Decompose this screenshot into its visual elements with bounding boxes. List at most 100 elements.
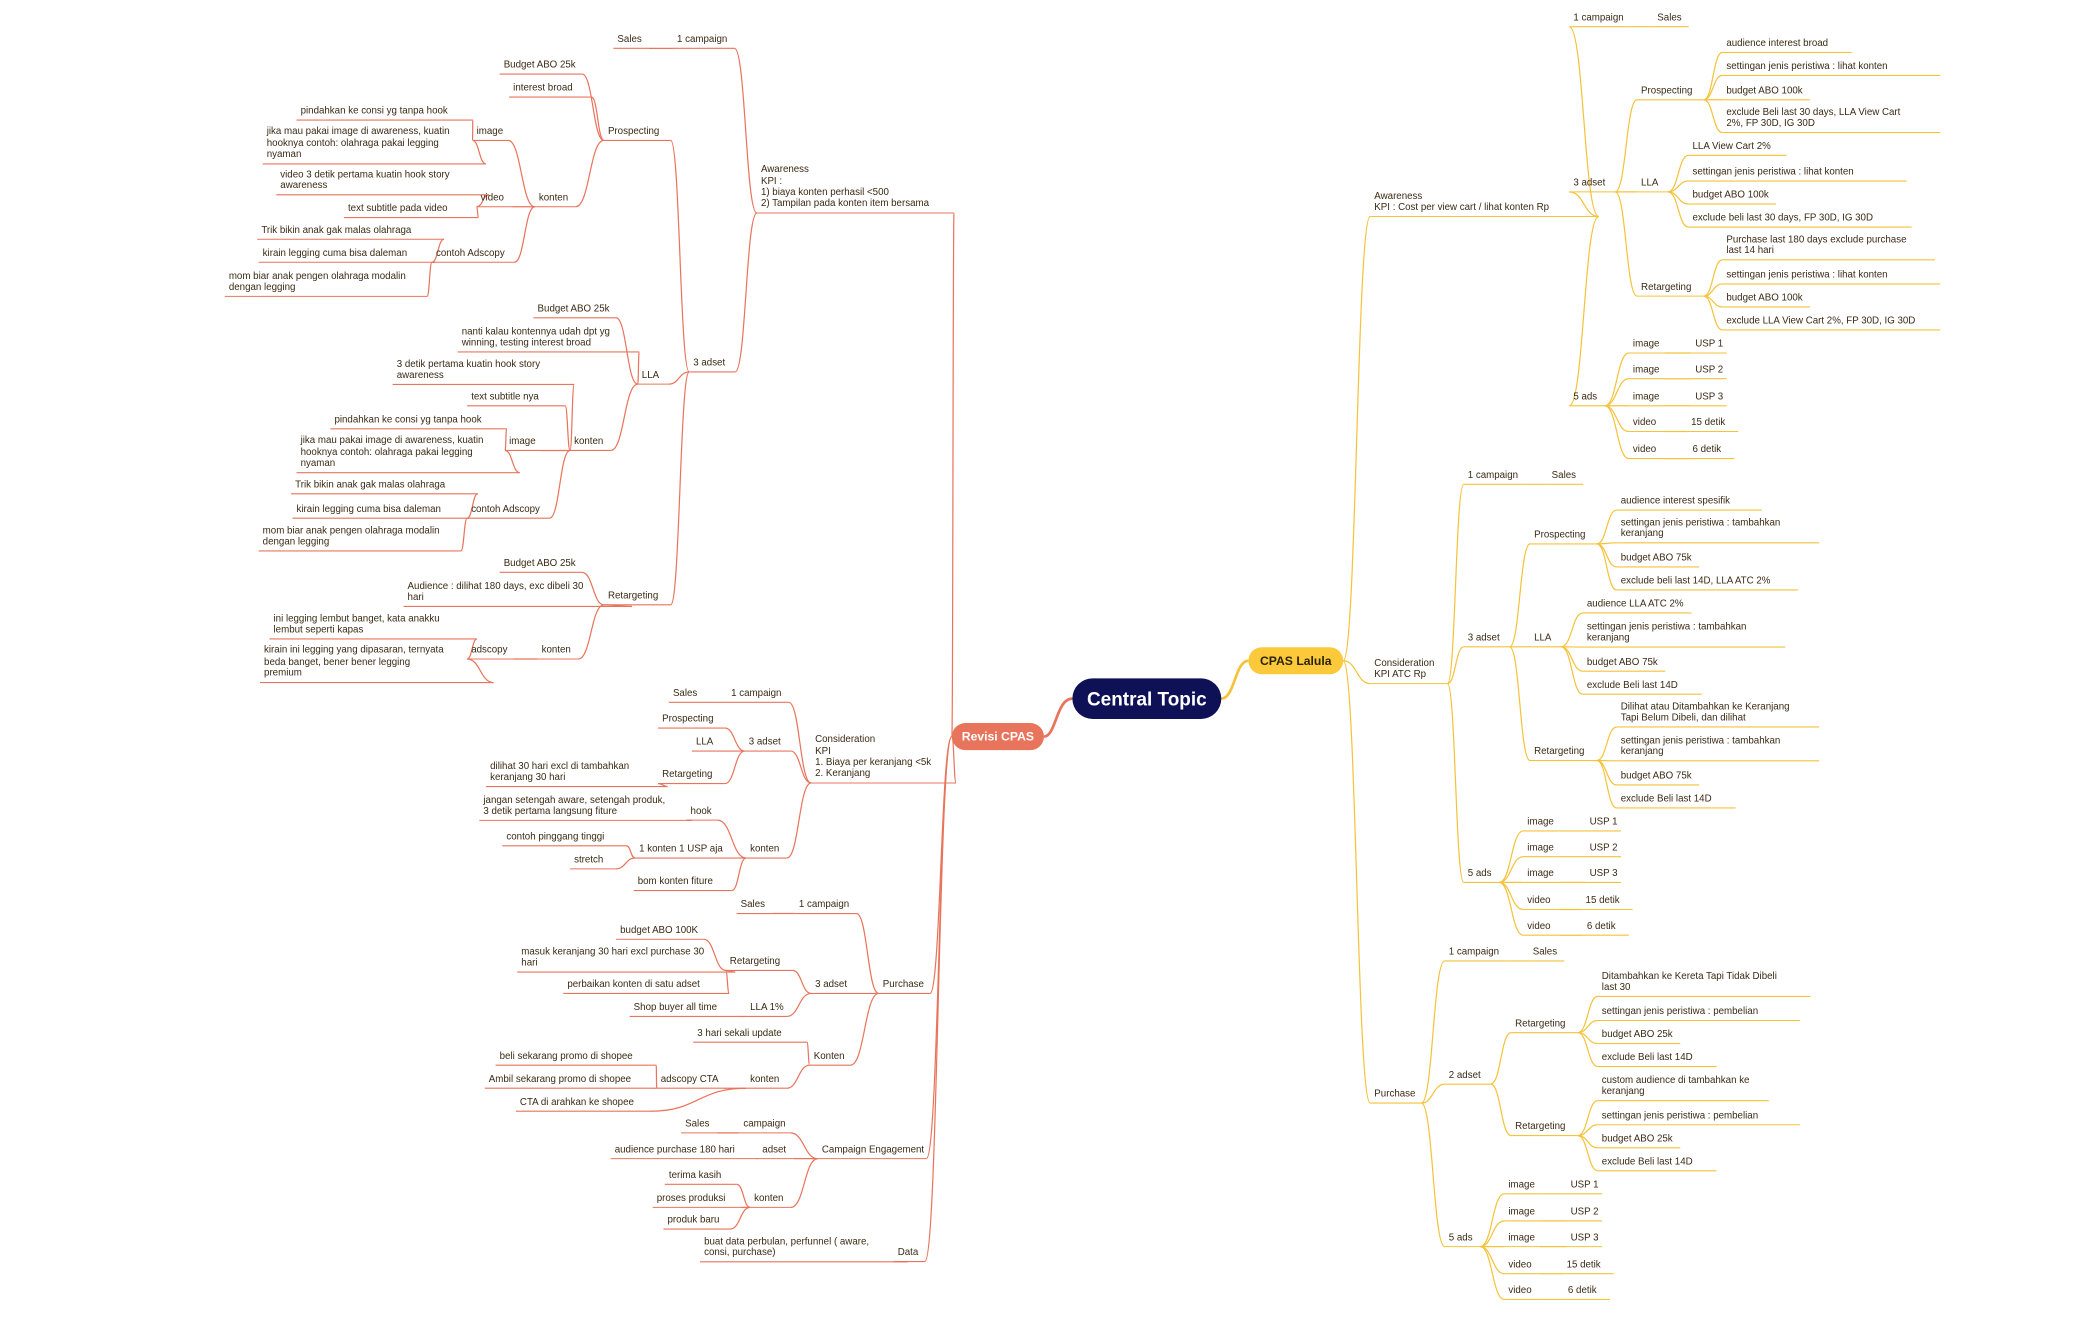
node-1-campaign[interactable]: 1 campaign — [731, 688, 789, 699]
node-video[interactable]: video — [1527, 920, 1558, 931]
node-retargeting[interactable]: Retargeting — [730, 956, 793, 967]
node-audience-purchase-180-hari[interactable]: audience purchase 180 hari — [615, 1144, 756, 1155]
node-lla[interactable]: LLA — [696, 736, 723, 747]
node-trik-bikin-anak-gak-malas-olahraga[interactable]: Trik bikin anak gak malas olahraga — [295, 479, 478, 490]
node-terima-kasih[interactable]: terima kasih — [669, 1170, 737, 1181]
node-dilihat-30-hari-excl-di-tambahkan-keranj[interactable]: dilihat 30 hari excl di tambahkan keranj… — [490, 760, 667, 783]
node-sales[interactable]: Sales — [1657, 12, 1688, 23]
node-purchase-last-180-days-exclude-purchase-[interactable]: Purchase last 180 days exclude purchase … — [1726, 234, 1935, 257]
node-video[interactable]: video — [1508, 1259, 1539, 1270]
node-settingan-jenis-peristiwa-lihat-konten[interactable]: settingan jenis peristiwa : lihat konten — [1693, 166, 1907, 177]
node-text-subtitle-pada-video[interactable]: text subtitle pada video — [348, 203, 479, 214]
node-kirain-legging-cuma-bisa-daleman[interactable]: kirain legging cuma bisa daleman — [263, 248, 435, 259]
node-ambil-sekarang-promo-di-shopee[interactable]: Ambil sekarang promo di shopee — [489, 1073, 651, 1084]
node-lla-1[interactable]: LLA 1% — [750, 1002, 787, 1013]
node-3-adset[interactable]: 3 adset — [1573, 177, 1615, 188]
node-image[interactable]: image — [1633, 338, 1664, 349]
node-prospecting[interactable]: Prospecting — [1641, 85, 1704, 96]
node-beli-sekarang-promo-di-shopee[interactable]: beli sekarang promo di shopee — [500, 1050, 657, 1061]
node-custom-audience-di-tambahkan-ke-keranjan[interactable]: custom audience di tambahkan ke keranjan… — [1602, 1075, 1769, 1098]
node-settingan-jenis-peristiwa-tambahkan-kera[interactable]: settingan jenis peristiwa : tambahkan ke… — [1621, 517, 1819, 540]
node-exclude-beli-last-30-days-lla-view-cart-[interactable]: exclude Beli last 30 days, LLA View Cart… — [1726, 106, 1940, 129]
node-interest-broad[interactable]: interest broad — [513, 82, 591, 93]
node-awareness-kpi-cost-per-view-cart-lihat-k[interactable]: Awareness KPI : Cost per view cart / lih… — [1374, 190, 1598, 213]
node-awareness-kpi-1-biaya-konten-perhasil-50[interactable]: Awareness KPI : 1) biaya konten perhasil… — [761, 164, 954, 210]
node-consideration-kpi-atc-rp[interactable]: Consideration KPI ATC Rp — [1374, 657, 1447, 680]
node-budget-abo-25k[interactable]: budget ABO 25k — [1602, 1029, 1680, 1040]
node-exclude-beli-last-14d[interactable]: exclude Beli last 14D — [1587, 679, 1702, 690]
node-exclude-beli-last-14d[interactable]: exclude Beli last 14D — [1602, 1156, 1717, 1167]
node-pindahkan-ke-consi-yg-tanpa-hook[interactable]: pindahkan ke consi yg tanpa hook — [334, 414, 506, 425]
node-3-adset[interactable]: 3 adset — [815, 979, 857, 990]
node-usp-2[interactable]: USP 2 — [1695, 364, 1726, 375]
node-budget-abo-75k[interactable]: budget ABO 75k — [1621, 552, 1699, 563]
node-purchase[interactable]: Purchase — [1374, 1088, 1421, 1099]
node-usp-3[interactable]: USP 3 — [1695, 391, 1726, 402]
node-1-konten-1-usp-aja[interactable]: 1 konten 1 USP aja — [639, 843, 738, 854]
node-usp-2[interactable]: USP 2 — [1571, 1206, 1602, 1217]
node-retargeting[interactable]: Retargeting — [1515, 1018, 1578, 1029]
node-video-3-detik-pertama-kuatin-hook-story-[interactable]: video 3 detik pertama kuatin hook story … — [280, 169, 489, 192]
node-image[interactable]: image — [1508, 1232, 1539, 1243]
node-jangan-setengah-aware-setengah-produk-3-[interactable]: jangan setengah aware, setengah produk, … — [483, 794, 692, 817]
node-usp-2[interactable]: USP 2 — [1590, 842, 1621, 853]
node-bom-konten-fiture[interactable]: bom konten fiture — [638, 876, 732, 887]
node-3-adset[interactable]: 3 adset — [749, 736, 791, 747]
node-15-detik[interactable]: 15 detik — [1586, 895, 1633, 906]
node-15-detik[interactable]: 15 detik — [1567, 1259, 1614, 1270]
node-1-campaign[interactable]: 1 campaign — [1468, 470, 1526, 481]
node-prospecting[interactable]: Prospecting — [608, 126, 671, 137]
node-prospecting[interactable]: Prospecting — [662, 713, 725, 724]
node-usp-1[interactable]: USP 1 — [1590, 816, 1621, 827]
node-jika-mau-pakai-image-di-awareness-kuatin[interactable]: jika mau pakai image di awareness, kuati… — [301, 435, 520, 469]
node-jika-mau-pakai-image-di-awareness-kuatin[interactable]: jika mau pakai image di awareness, kuati… — [267, 126, 486, 160]
node-image[interactable]: image — [1527, 868, 1558, 879]
node-mom-biar-anak-pengen-olahraga-modalin-de[interactable]: mom biar anak pengen olahraga modalin de… — [263, 525, 461, 548]
node-budget-abo-25k[interactable]: Budget ABO 25k — [538, 303, 616, 314]
node-konten[interactable]: konten — [542, 644, 579, 655]
node-shop-buyer-all-time[interactable]: Shop buyer all time — [634, 1002, 738, 1013]
node-settingan-jenis-peristiwa-tambahkan-kera[interactable]: settingan jenis peristiwa : tambahkan ke… — [1621, 735, 1819, 758]
node-audience-interest-broad[interactable]: audience interest broad — [1726, 38, 1851, 49]
node-adset[interactable]: adset — [762, 1144, 793, 1155]
node-budget-abo-25k[interactable]: Budget ABO 25k — [504, 59, 582, 70]
node-budget-abo-100k[interactable]: budget ABO 100k — [1693, 189, 1777, 200]
node-masuk-keranjang-30-hari-excl-purchase-30[interactable]: masuk keranjang 30 hari excl purchase 30… — [521, 946, 735, 969]
node-exclude-beli-last-14d-lla-atc-2[interactable]: exclude beli last 14D, LLA ATC 2% — [1621, 575, 1798, 586]
node-purchase[interactable]: Purchase — [883, 979, 930, 990]
node-kirain-legging-cuma-bisa-daleman[interactable]: kirain legging cuma bisa daleman — [297, 503, 469, 514]
node-cta-di-arahkan-ke-shopee[interactable]: CTA di arahkan ke shopee — [520, 1096, 651, 1107]
node-lla-view-cart-2[interactable]: LLA View Cart 2% — [1693, 141, 1787, 152]
node-budget-abo-25k[interactable]: budget ABO 25k — [1602, 1133, 1680, 1144]
node-mom-biar-anak-pengen-olahraga-modalin-de[interactable]: mom biar anak pengen olahraga modalin de… — [229, 270, 427, 293]
node-konten[interactable]: konten — [750, 843, 787, 854]
node-stretch[interactable]: stretch — [574, 854, 616, 865]
node-1-campaign[interactable]: 1 campaign — [1573, 12, 1631, 23]
node-3-detik-pertama-kuatin-hook-story-awaren[interactable]: 3 detik pertama kuatin hook story awaren… — [397, 358, 574, 381]
node-settingan-jenis-peristiwa-tambahkan-kera[interactable]: settingan jenis peristiwa : tambahkan ke… — [1587, 621, 1785, 644]
node-retargeting[interactable]: Retargeting — [1534, 746, 1597, 757]
node-audience-interest-spesifik[interactable]: audience interest spesifik — [1621, 495, 1762, 506]
node-konten[interactable]: Konten — [814, 1050, 851, 1061]
node-campaign[interactable]: campaign — [743, 1118, 790, 1129]
node-konten[interactable]: konten — [574, 436, 611, 447]
topic-revisi-cpas[interactable]: Revisi CPAS — [952, 723, 1044, 750]
node-audience-lla-atc-2[interactable]: audience LLA ATC 2% — [1587, 598, 1691, 609]
node-video[interactable]: video — [1633, 417, 1664, 428]
node-buat-data-perbulan-perfunnel-aware-consi[interactable]: buat data perbulan, perfunnel ( aware, c… — [704, 1236, 908, 1259]
node-contoh-pinggang-tinggi[interactable]: contoh pinggang tinggi — [506, 831, 626, 842]
node-6-detik[interactable]: 6 detik — [1587, 920, 1629, 931]
node-proses-produksi[interactable]: proses produksi — [657, 1193, 741, 1204]
node-sales[interactable]: Sales — [617, 34, 648, 45]
node-video[interactable]: video — [1508, 1285, 1539, 1296]
node-1-campaign[interactable]: 1 campaign — [799, 899, 857, 910]
topic-cpas-lalula[interactable]: CPAS Lalula — [1248, 647, 1343, 674]
node-usp-3[interactable]: USP 3 — [1590, 868, 1621, 879]
node-exclude-lla-view-cart-2-fp-30d-ig-30d[interactable]: exclude LLA View Cart 2%, FP 30D, IG 30D — [1726, 315, 1940, 326]
node-konten[interactable]: konten — [539, 192, 576, 203]
node-2-adset[interactable]: 2 adset — [1449, 1069, 1491, 1080]
node-prospecting[interactable]: Prospecting — [1534, 529, 1597, 540]
node-pindahkan-ke-consi-yg-tanpa-hook[interactable]: pindahkan ke consi yg tanpa hook — [301, 105, 473, 116]
node-lla[interactable]: LLA — [1641, 177, 1668, 188]
node-exclude-beli-last-14d[interactable]: exclude Beli last 14D — [1621, 793, 1736, 804]
